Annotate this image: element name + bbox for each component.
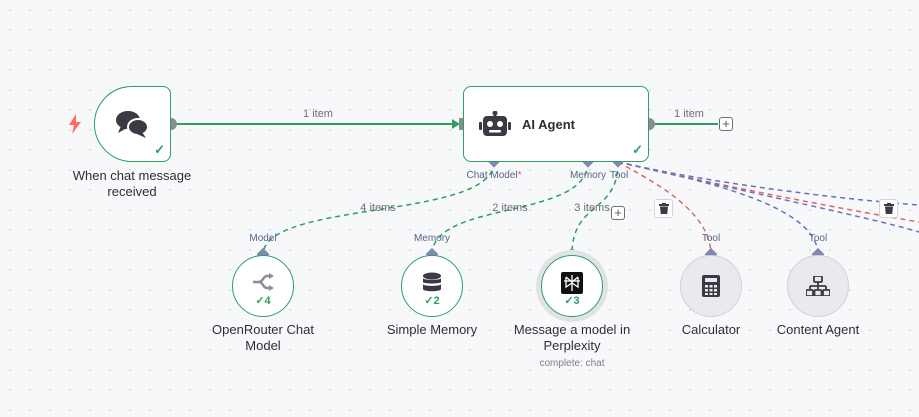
sitemap-icon [806,276,830,296]
connection-content-agent[interactable] [617,161,819,256]
perplexity-icon [561,272,583,294]
delete-connection-button-2[interactable] [879,199,898,218]
memory-count: 2 [433,295,440,307]
content-agent-title: Content Agent [776,322,860,337]
chat-model-label: Chat Model [466,170,518,181]
edge-label-trigger-agent: 1 item [303,108,333,120]
port-label-tool: Tool [609,170,629,181]
success-check-icon: ✓ [632,142,643,157]
perplexity-node[interactable]: ✓3 [541,255,603,317]
run-count: ✓4 [255,295,271,307]
port-label-memory: Memory [569,170,607,181]
edge-label-memory: 2 items [492,202,528,214]
calculator-node[interactable] [680,255,742,317]
trash-icon [883,203,894,214]
memory-title: Simple Memory [386,322,478,337]
simple-memory-node[interactable]: ✓2 [401,255,463,317]
port-label-memory-node: Memory [413,233,451,244]
calculator-title: Calculator [681,322,741,337]
add-tool-button[interactable]: + [611,206,625,220]
perplexity-subtitle: complete: chat [539,358,605,369]
edge-label-agent-output: 1 item [674,108,704,120]
openrouter-title: OpenRouter Chat Model [212,322,314,353]
connection-memory[interactable] [431,161,589,256]
arrow-head [452,119,460,129]
perplexity-count: 3 [573,295,580,307]
database-icon [423,272,441,292]
connection-perplexity[interactable] [571,161,619,256]
connection-offscreen-3[interactable] [617,161,919,233]
edge-label-tool: 3 items [574,202,610,214]
perplexity-title: Message a model in Perplexity [513,322,631,353]
port-label-model: Model [249,233,277,244]
add-next-node-button[interactable]: + [719,117,733,131]
content-agent-node[interactable] [787,255,849,317]
run-count: ✓3 [564,295,580,307]
port-label-content-agent: Tool [808,233,828,244]
trash-icon [658,203,669,214]
port-label-calculator: Tool [701,233,721,244]
trigger-bolt-icon [68,114,82,139]
edge-label-model: 4 items [360,202,396,214]
calculator-icon [702,275,720,297]
run-count: ✓2 [424,295,440,307]
openrouter-count: 4 [264,295,271,307]
chat-bubbles-icon [115,109,149,144]
trigger-node-title: When chat message received [72,168,192,199]
required-mark: * [517,170,522,181]
agent-input-port[interactable] [459,118,465,130]
openrouter-icon [253,273,274,291]
chat-trigger-node[interactable]: ✓ [94,86,171,162]
agent-node-title: AI Agent [522,117,575,132]
port-label-chat-model: Chat Model* [466,170,521,181]
success-check-icon: ✓ [154,142,165,157]
delete-connection-button[interactable] [654,199,673,218]
ai-agent-node[interactable]: AI Agent ✓ [463,86,649,162]
robot-icon [479,110,511,144]
openrouter-node[interactable]: ✓4 [232,255,294,317]
